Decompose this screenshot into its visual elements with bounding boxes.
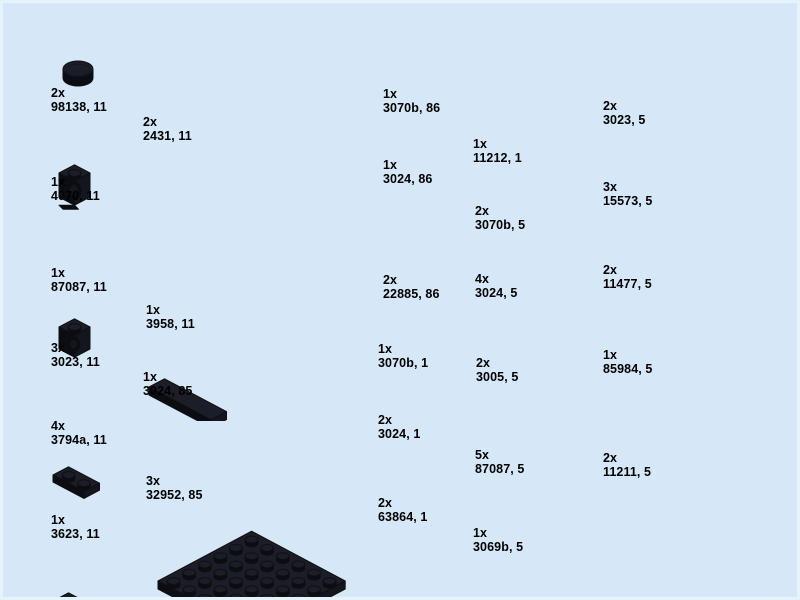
part-number-and-color: 32952, 85	[146, 488, 203, 502]
part-number-and-color: 3024, 85	[143, 384, 193, 398]
part-number-and-color: 3794a, 11	[51, 433, 107, 447]
part-image-3958-11	[148, 519, 797, 597]
part-image-3023-11	[47, 457, 797, 505]
part-number-and-color: 98138, 11	[51, 100, 107, 114]
part-number-and-color: 3069b, 5	[473, 540, 524, 554]
part-quantity: 1x	[603, 348, 618, 362]
part-number-and-color: 3623, 11	[51, 527, 100, 541]
part-quantity: 2x	[383, 273, 398, 287]
part-quantity: 3x	[146, 474, 161, 488]
part-quantity: 4x	[51, 419, 66, 433]
part-number-and-color: 11477, 5	[603, 277, 652, 291]
part-number-and-color: 4070, 11	[51, 189, 100, 203]
part-number-and-color: 3070b, 5	[475, 218, 526, 232]
part-quantity: 1x	[473, 137, 488, 151]
part-quantity: 1x	[383, 87, 398, 101]
part-number-and-color: 15573, 5	[603, 194, 653, 208]
part-quantity: 1x	[146, 303, 161, 317]
part-quantity: 2x	[143, 115, 158, 129]
part-number-and-color: 11212, 1	[473, 151, 522, 165]
part-number-and-color: 63864, 1	[378, 510, 428, 524]
part-number-and-color: 87087, 11	[51, 280, 107, 294]
part-quantity: 2x	[603, 263, 618, 277]
part-quantity: 2x	[603, 451, 618, 465]
part-number-and-color: 87087, 5	[475, 462, 525, 476]
part-quantity: 1x	[51, 266, 66, 280]
part-image-4070-11	[53, 157, 797, 219]
part-quantity: 1x	[473, 526, 488, 540]
part-quantity: 2x	[378, 413, 393, 427]
part-number-and-color: 22885, 86	[383, 287, 440, 301]
part-quantity: 2x	[378, 496, 393, 510]
part-number-and-color: 3070b, 86	[383, 101, 441, 115]
part-number-and-color: 3023, 11	[51, 355, 100, 369]
part-quantity: 1x	[51, 175, 66, 189]
part-image-3794a-11	[47, 583, 797, 597]
part-image-87087-11	[53, 311, 797, 369]
part-quantity: 1x	[378, 342, 393, 356]
part-quantity: 5x	[475, 448, 490, 462]
part-quantity: 3x	[603, 180, 618, 194]
part-quantity: 1x	[51, 513, 66, 527]
part-quantity: 2x	[475, 204, 490, 218]
part-number-and-color: 3024, 86	[383, 172, 433, 186]
part-quantity: 4x	[475, 272, 490, 286]
part-number-and-color: 3023, 5	[603, 113, 646, 127]
part-quantity: 2x	[476, 356, 491, 370]
part-number-and-color: 3005, 5	[476, 370, 519, 384]
part-number-and-color: 3024, 1	[378, 427, 421, 441]
part-number-and-color: 3070b, 1	[378, 356, 429, 370]
part-number-and-color: 3024, 5	[475, 286, 518, 300]
part-image-2431-11	[143, 359, 797, 421]
part-quantity: 2x	[603, 99, 618, 113]
part-number-and-color: 3958, 11	[146, 317, 195, 331]
part-image-98138-11	[55, 55, 797, 89]
part-quantity: 2x	[51, 86, 66, 100]
part-number-and-color: 85984, 5	[603, 362, 653, 376]
part-quantity: 1x	[383, 158, 398, 172]
part-quantity: 1x	[143, 370, 158, 384]
part-quantity: 3x	[51, 341, 66, 355]
part-number-and-color: 2431, 11	[143, 129, 192, 143]
part-number-and-color: 11211, 5	[603, 465, 652, 479]
